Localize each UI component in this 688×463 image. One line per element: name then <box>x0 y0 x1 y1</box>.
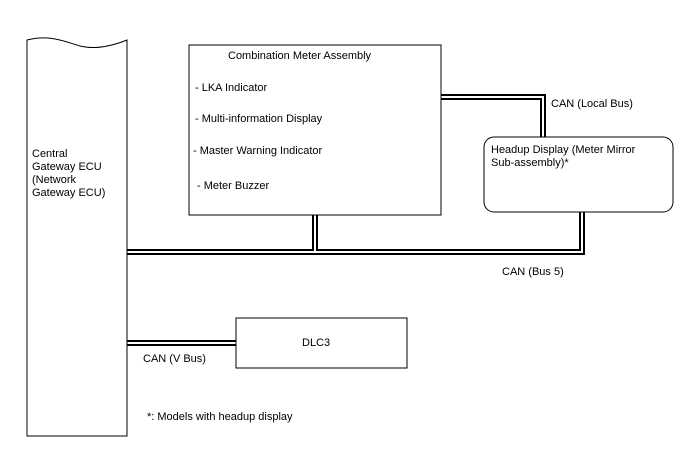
can-local-bus-wire <box>441 94 546 137</box>
ecu-label-line-1: Central <box>32 148 67 160</box>
dlc3: DLC3 <box>235 317 408 369</box>
can-v-bus-label: CAN (V Bus) <box>143 353 206 365</box>
ecu-label-line-4: Gateway ECU) <box>32 187 105 199</box>
meter-title: Combination Meter Assembly <box>228 50 372 62</box>
can-local-bus-label: CAN (Local Bus) <box>551 98 633 110</box>
headup-display: Headup Display (Meter Mirror Sub-assembl… <box>483 136 674 213</box>
can-bus-5-label: CAN (Bus 5) <box>502 266 564 278</box>
combination-meter-assembly: Combination Meter Assembly - LKA Indicat… <box>188 44 442 216</box>
central-gateway-ecu: Central Gateway ECU (Network Gateway ECU… <box>26 37 128 437</box>
headup-label-line-1: Headup Display (Meter Mirror <box>491 144 636 156</box>
headup-label-line-2: Sub-assembly)* <box>491 157 569 169</box>
can-bus-5-wire <box>127 212 585 255</box>
meter-item-master-warning-indicator: - Master Warning Indicator <box>193 145 323 157</box>
meter-item-lka-indicator: - LKA Indicator <box>195 82 267 94</box>
meter-item-meter-buzzer: - Meter Buzzer <box>197 180 269 192</box>
ecu-label-line-3: (Network <box>32 174 77 186</box>
dlc3-label: DLC3 <box>302 337 330 349</box>
meter-item-multi-information-display: - Multi-information Display <box>195 113 323 125</box>
footnote: *: Models with headup display <box>147 411 293 423</box>
ecu-label-line-2: Gateway ECU <box>32 161 102 173</box>
